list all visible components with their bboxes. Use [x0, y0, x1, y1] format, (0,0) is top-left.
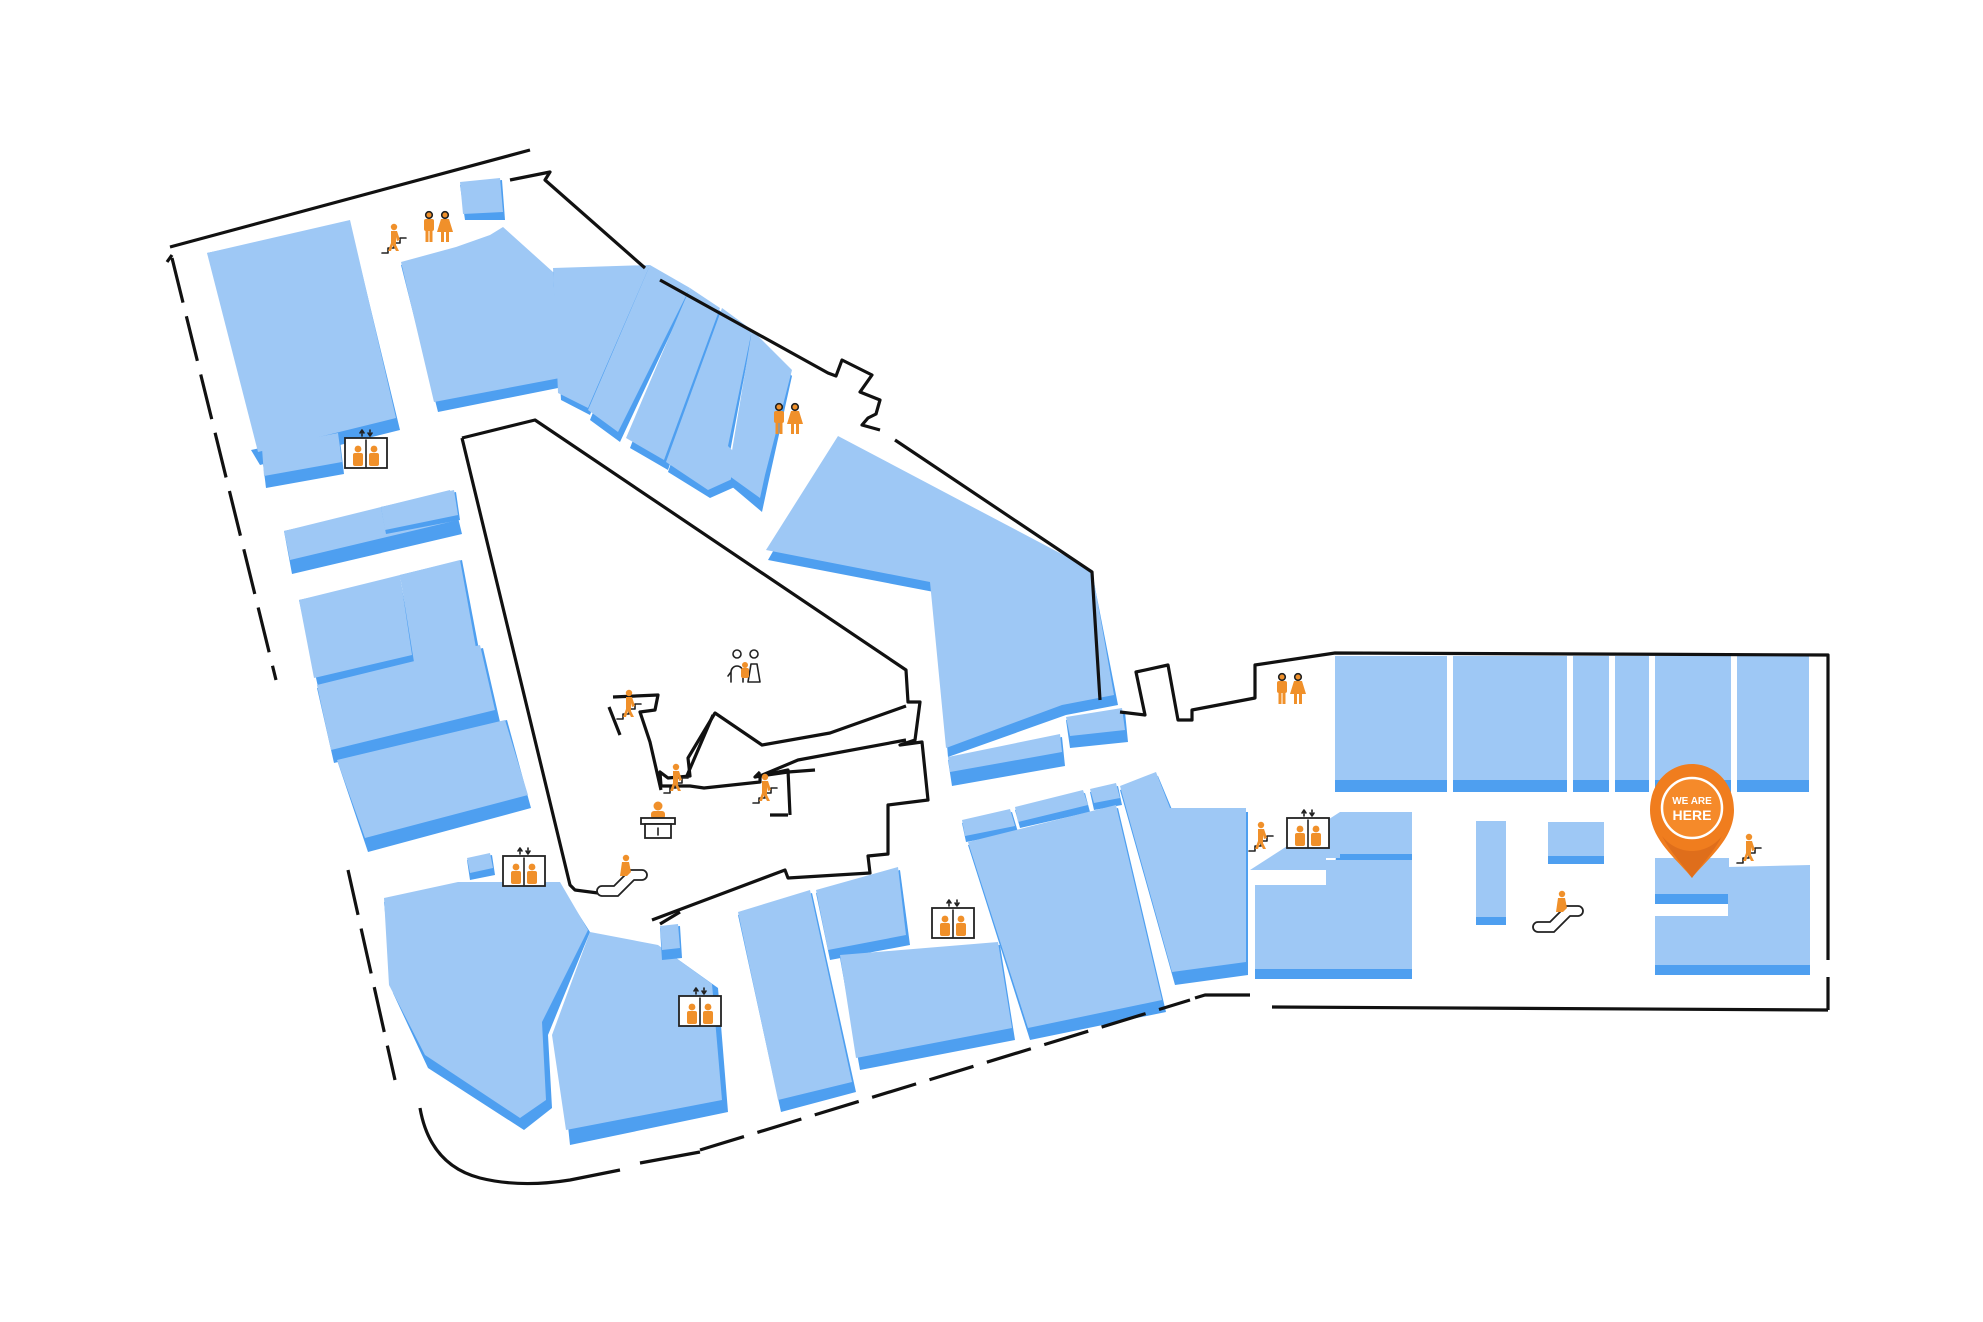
stairs-icon[interactable]: [1736, 832, 1762, 864]
stairs-icon[interactable]: [1248, 820, 1274, 852]
marker-label-line1: WE ARE: [1672, 796, 1712, 807]
stairs-icon[interactable]: [381, 223, 407, 254]
information-desk-icon[interactable]: [640, 800, 676, 839]
store-units: [207, 178, 1810, 1145]
restroom-icon[interactable]: [423, 210, 454, 243]
restroom-icon[interactable]: [773, 402, 804, 435]
restroom-icon[interactable]: [1276, 672, 1307, 705]
you-are-here-marker[interactable]: WE ARE HERE: [1650, 764, 1734, 878]
marker-label-line2: HERE: [1673, 807, 1712, 823]
family-room-icon[interactable]: [727, 649, 761, 683]
escalator-icon[interactable]: [1532, 889, 1584, 933]
escalator-icon[interactable]: [596, 853, 648, 897]
building-walls: [165, 148, 1830, 1186]
stairs-icon[interactable]: [616, 688, 642, 720]
elevator-icon[interactable]: [1286, 809, 1330, 849]
elevator-icon[interactable]: [931, 899, 975, 939]
elevator-icon[interactable]: [502, 847, 546, 887]
